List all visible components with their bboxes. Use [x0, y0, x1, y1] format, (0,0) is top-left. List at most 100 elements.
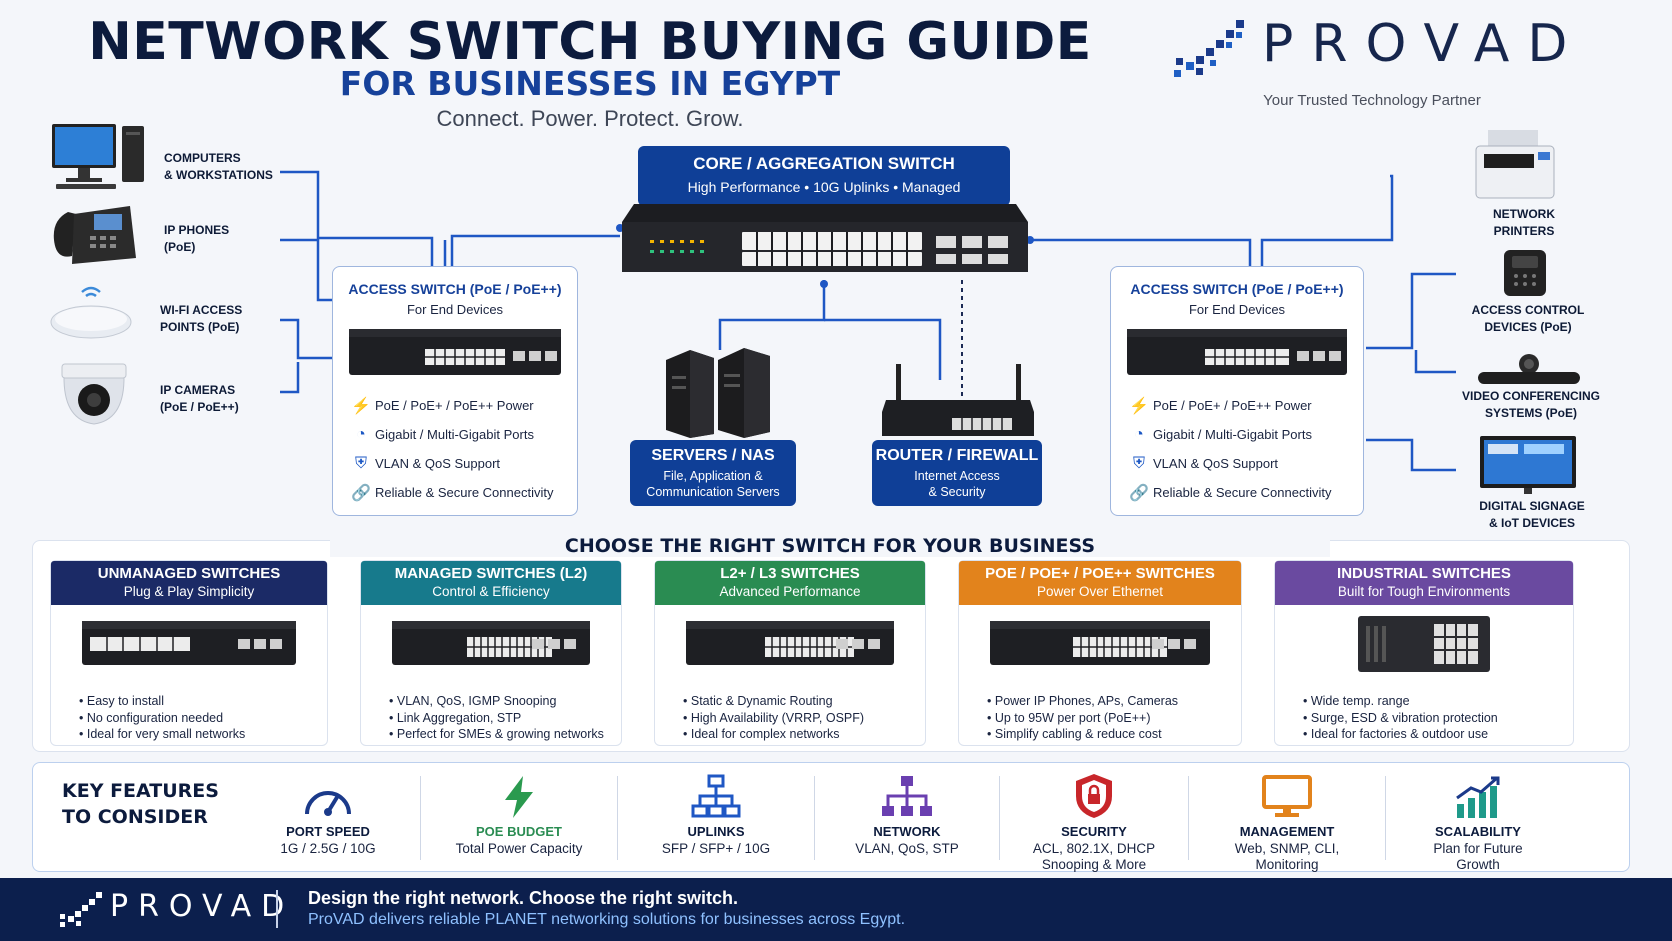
feature-row: ◔Gigabit / Multi-Gigabit Ports — [347, 420, 577, 449]
access-left-subtitle: For End Devices — [406, 302, 504, 317]
access-right-switch-image — [1125, 327, 1351, 379]
uplink-icon — [618, 770, 814, 820]
video-conf-icon — [1474, 352, 1584, 388]
wifi-ap-icon — [48, 282, 134, 344]
growth-chart-icon — [1386, 770, 1570, 820]
switch-type-bullets: Easy to installNo configuration neededId… — [79, 693, 327, 743]
device-label-signage: DIGITAL SIGNAGE & IoT DEVICES — [1479, 499, 1585, 530]
feature-divider — [1188, 776, 1189, 860]
feature-divider — [814, 776, 815, 860]
footer-line2: ProVAD delivers reliable PLANET networki… — [308, 911, 906, 928]
access-left-title: ACCESS SWITCH (PoE / PoE++) — [348, 281, 562, 297]
key-feature-title: UPLINKS — [687, 824, 745, 839]
switch-image — [959, 605, 1241, 683]
feature-text: PoE / PoE+ / PoE++ Power — [375, 398, 534, 413]
key-feature-title: SECURITY — [1061, 824, 1127, 839]
switch-type-bullets: Wide temp. rangeSurge, ESD & vibration p… — [1303, 693, 1573, 743]
key-feature-title: SCALABILITY — [1435, 824, 1521, 839]
bolt-icon: ⚡ — [351, 397, 371, 415]
key-features-heading: KEY FEATURES TO CONSIDER — [62, 780, 219, 828]
key-feature-desc: 1G / 2.5G / 10G — [280, 841, 376, 856]
switch-type-title: UNMANAGED SWITCHES — [97, 565, 281, 582]
footer-divider — [276, 890, 278, 928]
switch-image — [361, 605, 621, 683]
key-feature-desc: Web, SNMP, CLI, Monitoring — [1234, 841, 1340, 872]
footer-bar — [0, 878, 1672, 941]
switch-type-card: POE / POE+ / POE++ SWITCHES Power Over Et… — [958, 560, 1242, 746]
key-feature-item: MANAGEMENT Web, SNMP, CLI, Monitoring — [1189, 770, 1385, 872]
bullet-item: Surge, ESD & vibration protection — [1303, 710, 1573, 727]
bullet-item: Wide temp. range — [1303, 693, 1573, 710]
bullet-item: Ideal for factories & outdoor use — [1303, 726, 1573, 743]
access-control-icon — [1500, 248, 1550, 298]
switch-type-header: UNMANAGED SWITCHES Plug & Play Simplicity — [51, 561, 327, 605]
link-icon: 🔗 — [351, 484, 371, 502]
bullet-item: VLAN, QoS, IGMP Snooping — [389, 693, 621, 710]
choose-heading: CHOOSE THE RIGHT SWITCH FOR YOUR BUSINES… — [330, 535, 1330, 557]
server-icon — [660, 346, 776, 438]
bullet-item: No configuration needed — [79, 710, 327, 727]
device-label-computers: COMPUTERS & WORKSTATIONS — [164, 151, 273, 182]
switch-type-card: UNMANAGED SWITCHES Plug & Play Simplicity… — [50, 560, 328, 746]
speed-icon: ◔ — [1134, 425, 1144, 443]
link-icon: 🔗 — [1129, 484, 1149, 502]
switch-type-bullets: Power IP Phones, APs, CamerasUp to 95W p… — [987, 693, 1241, 743]
page-subtitle: FOR BUSINESSES IN EGYPT — [339, 64, 841, 103]
device-label-phones: IP PHONES (PoE) — [164, 223, 230, 254]
camera-icon — [56, 362, 132, 432]
bullet-item: Link Aggregation, STP — [389, 710, 621, 727]
bullet-item: Easy to install — [79, 693, 327, 710]
tagline: Connect. Power. Protect. Grow. — [436, 106, 744, 131]
device-label-wifi: WI-FI ACCESS POINTS (PoE) — [160, 303, 243, 334]
key-feature-desc: ACL, 802.1X, DHCP Snooping & More — [1032, 841, 1156, 872]
switch-image — [1275, 605, 1573, 683]
bullet-item: Static & Dynamic Routing — [683, 693, 925, 710]
key-feature-desc: SFP / SFP+ / 10G — [661, 841, 771, 856]
feature-row: ⛨ VLAN & QoS Support — [1125, 449, 1363, 478]
phone-icon — [50, 200, 140, 270]
provad-logo-icon — [1170, 18, 1250, 84]
printer-icon — [1470, 128, 1560, 202]
access-switch-left-card: ACCESS SWITCH (PoE / PoE++) For End Devi… — [332, 266, 578, 516]
feature-divider — [617, 776, 618, 860]
bolt-icon — [421, 770, 617, 820]
monitor-icon — [1189, 770, 1385, 820]
switch-type-bullets: VLAN, QoS, IGMP SnoopingLink Aggregation… — [389, 693, 621, 743]
shield-icon: ⛨ — [1132, 454, 1145, 472]
gauge-icon — [236, 770, 420, 820]
core-switch-title: CORE / AGGREGATION SWITCH — [693, 154, 955, 173]
router-subtitle: Internet Access & Security — [914, 469, 1000, 499]
feature-row: 🔗Reliable & Secure Connectivity — [347, 478, 577, 507]
computer-icon — [48, 120, 148, 192]
bullet-item: High Availability (VRRP, OSPF) — [683, 710, 925, 727]
key-feature-item: UPLINKS SFP / SFP+ / 10G — [618, 770, 814, 866]
footer-logo-icon — [56, 890, 106, 930]
switch-type-subtitle: Power Over Ethernet — [1036, 584, 1164, 599]
footer-line1: Design the right network. Choose the rig… — [308, 888, 739, 908]
core-switch-header: CORE / AGGREGATION SWITCH High Performan… — [638, 146, 1010, 206]
device-label-cameras: IP CAMERAS (PoE / PoE++) — [160, 383, 239, 414]
access-right-features: ⚡PoE / PoE+ / PoE++ Power ◔Gigabit / Mul… — [1125, 391, 1363, 507]
servers-subtitle: File, Application & Communication Server… — [646, 469, 780, 499]
switch-type-subtitle: Control & Efficiency — [432, 584, 550, 599]
key-feature-title: MANAGEMENT — [1239, 824, 1335, 839]
feature-divider — [999, 776, 1000, 860]
access-left-features: ⚡ PoE / PoE+ / PoE++ Power ◔Gigabit / Mul… — [347, 391, 577, 507]
shield-icon: ⛨ — [354, 454, 367, 472]
switch-type-title: POE / POE+ / POE++ SWITCHES — [985, 565, 1215, 582]
bullet-item: Perfect for SMEs & growing networks — [389, 726, 621, 743]
key-feature-desc: Total Power Capacity — [455, 841, 583, 856]
feature-text: VLAN & QoS Support — [375, 456, 501, 471]
feature-text: VLAN & QoS Support — [1153, 456, 1279, 471]
access-switch-right-card: ACCESS SWITCH (PoE / PoE++) For End Devi… — [1110, 266, 1364, 516]
switch-type-subtitle: Plug & Play Simplicity — [123, 584, 255, 599]
key-feature-title: NETWORK — [873, 824, 941, 839]
feature-row: ⛨ VLAN & QoS Support — [347, 449, 577, 478]
device-label-access-control: ACCESS CONTROL DEVICES (PoE) — [1471, 303, 1585, 334]
